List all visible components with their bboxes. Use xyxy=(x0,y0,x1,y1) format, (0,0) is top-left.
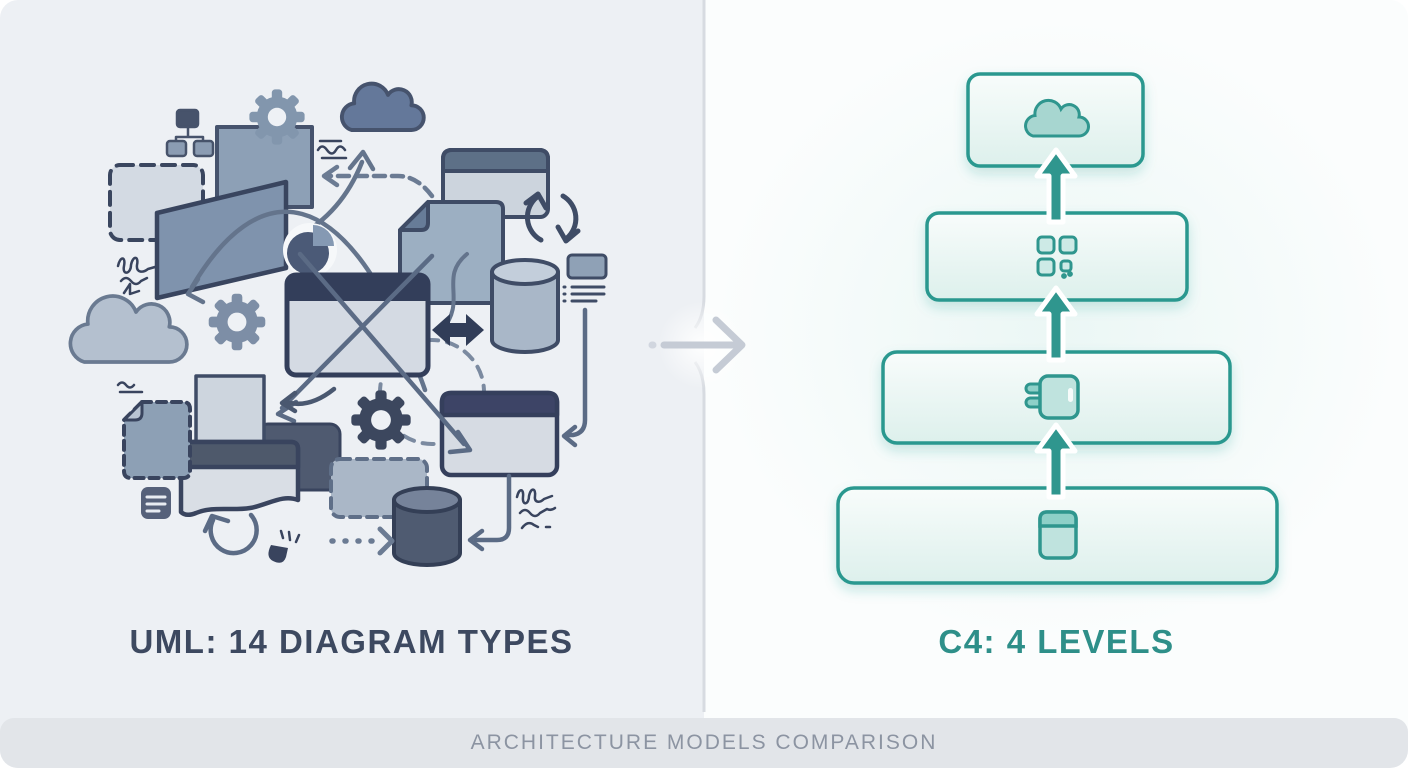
c4-level-3 xyxy=(881,350,1232,445)
components-grid-icon xyxy=(1036,235,1078,279)
code-card-icon xyxy=(1038,510,1078,560)
double-arrow-icon xyxy=(432,314,484,346)
elbow-connector-right xyxy=(561,307,588,448)
refresh-arrows-icon xyxy=(523,191,581,244)
checklist-icon xyxy=(141,487,171,519)
gear-icon xyxy=(249,89,305,145)
dark-database-cylinder-icon xyxy=(392,486,462,567)
right-arrow-icon xyxy=(648,316,746,374)
dashed-document-icon xyxy=(122,400,192,480)
crossed-window-icon xyxy=(284,272,431,378)
loop-arrow-icon xyxy=(202,512,259,556)
right-panel-title: C4: 4 LEVELS xyxy=(938,623,1175,660)
hand-cursor-icon xyxy=(268,529,301,563)
scribble-notes-top xyxy=(316,139,348,160)
dashed-arrow-icon xyxy=(321,164,435,199)
up-arrow-icon xyxy=(1034,147,1078,500)
wavy-document-icon xyxy=(178,439,301,517)
scribble-notes-right xyxy=(515,488,557,530)
c4-pyramid xyxy=(836,72,1279,585)
sync-arc-arrow xyxy=(279,386,337,414)
footer-title: ARCHITECTURE MODELS COMPARISON xyxy=(470,731,938,754)
elbow-connector-icon xyxy=(467,473,512,552)
left-panel-title: UML: 14 DIAGRAM TYPES xyxy=(129,623,574,660)
org-chart-icon xyxy=(165,108,215,158)
scribble-notes-left xyxy=(116,256,157,394)
dark-gear-icon xyxy=(351,390,411,450)
page-shape xyxy=(194,374,266,448)
c4-level-4 xyxy=(836,486,1279,585)
gear-icon-2 xyxy=(208,293,266,351)
footer-bar: ARCHITECTURE MODELS COMPARISON xyxy=(0,718,1408,768)
database-cylinder-icon xyxy=(490,258,560,354)
pie-chart-icon xyxy=(283,223,337,277)
diagonal-arrow-a xyxy=(297,251,473,455)
window-icon-2 xyxy=(439,390,560,478)
container-plug-icon xyxy=(1024,374,1080,420)
note-list-icon xyxy=(562,253,608,303)
parallelogram-shape xyxy=(154,179,289,301)
dotted-arrow-icon xyxy=(329,526,395,556)
divider xyxy=(648,0,746,712)
uml-illustration xyxy=(68,81,608,567)
